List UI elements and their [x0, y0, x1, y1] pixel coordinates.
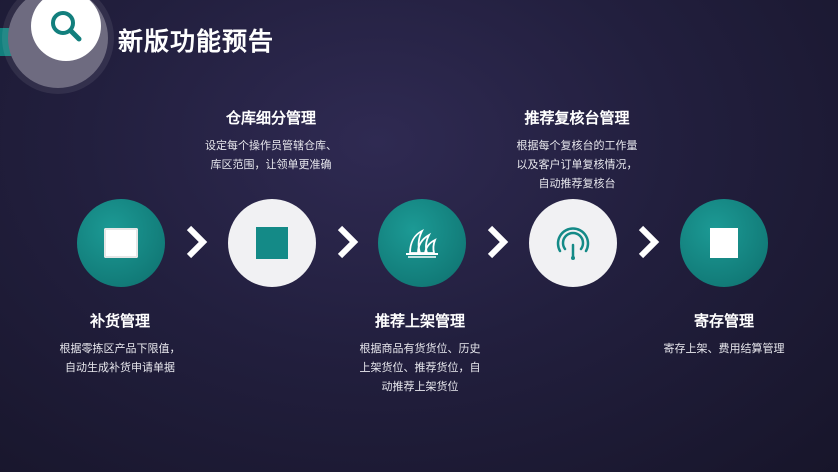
chevron-right-icon [186, 225, 208, 259]
step-1-desc: 根据零拣区产品下限值， 自动生成补货申请单据 [59, 342, 181, 374]
opera-house-icon [406, 228, 438, 258]
step-5-desc: 寄存上架、费用结算管理 [663, 342, 785, 355]
logo-circle [31, 0, 101, 61]
page-title: 新版功能预告 [118, 27, 275, 56]
step-3-node[interactable] [378, 199, 466, 287]
step-4-node[interactable] [529, 199, 617, 287]
chevron-right-icon [638, 225, 660, 259]
step-5-title: 寄存管理 [693, 312, 754, 330]
step-4-title: 推荐复核台管理 [524, 109, 630, 127]
chevron-right-icon [337, 225, 359, 259]
square-icon [104, 228, 138, 258]
step-3-desc: 根据商品有货货位、历史 上架货位、推荐货位，自 动推荐上架货位 [359, 342, 481, 393]
step-2-text: 仓库细分管理 设定每个操作员管辖仓库、 库区范围，让领单更准确 [196, 107, 346, 174]
step-2-desc: 设定每个操作员管辖仓库、 库区范围，让领单更准确 [205, 139, 337, 171]
step-2-node[interactable] [228, 199, 316, 287]
step-3-text: 推荐上架管理 根据商品有货货位、历史 上架货位、推荐货位，自 动推荐上架货位 [345, 310, 495, 396]
step-3-title: 推荐上架管理 [374, 312, 465, 330]
search-icon [51, 11, 82, 42]
step-2-title: 仓库细分管理 [225, 109, 316, 127]
step-1-title: 补货管理 [89, 312, 150, 330]
step-1-node[interactable] [77, 199, 165, 287]
step-4-desc: 根据每个复核台的工作量 以及客户订单复核情况， 自动推荐复核台 [516, 139, 638, 190]
step-1-text: 补货管理 根据零拣区产品下限值， 自动生成补货申请单据 [40, 310, 200, 377]
gauge-icon [556, 227, 590, 260]
square-icon [710, 228, 738, 258]
square-icon [256, 227, 288, 259]
step-5-node[interactable] [680, 199, 768, 287]
chevron-right-icon [487, 225, 509, 259]
header-logo [8, 0, 108, 88]
step-5-text: 寄存管理 寄存上架、费用结算管理 [648, 310, 800, 358]
step-4-text: 推荐复核台管理 根据每个复核台的工作量 以及客户订单复核情况， 自动推荐复核台 [497, 107, 657, 193]
